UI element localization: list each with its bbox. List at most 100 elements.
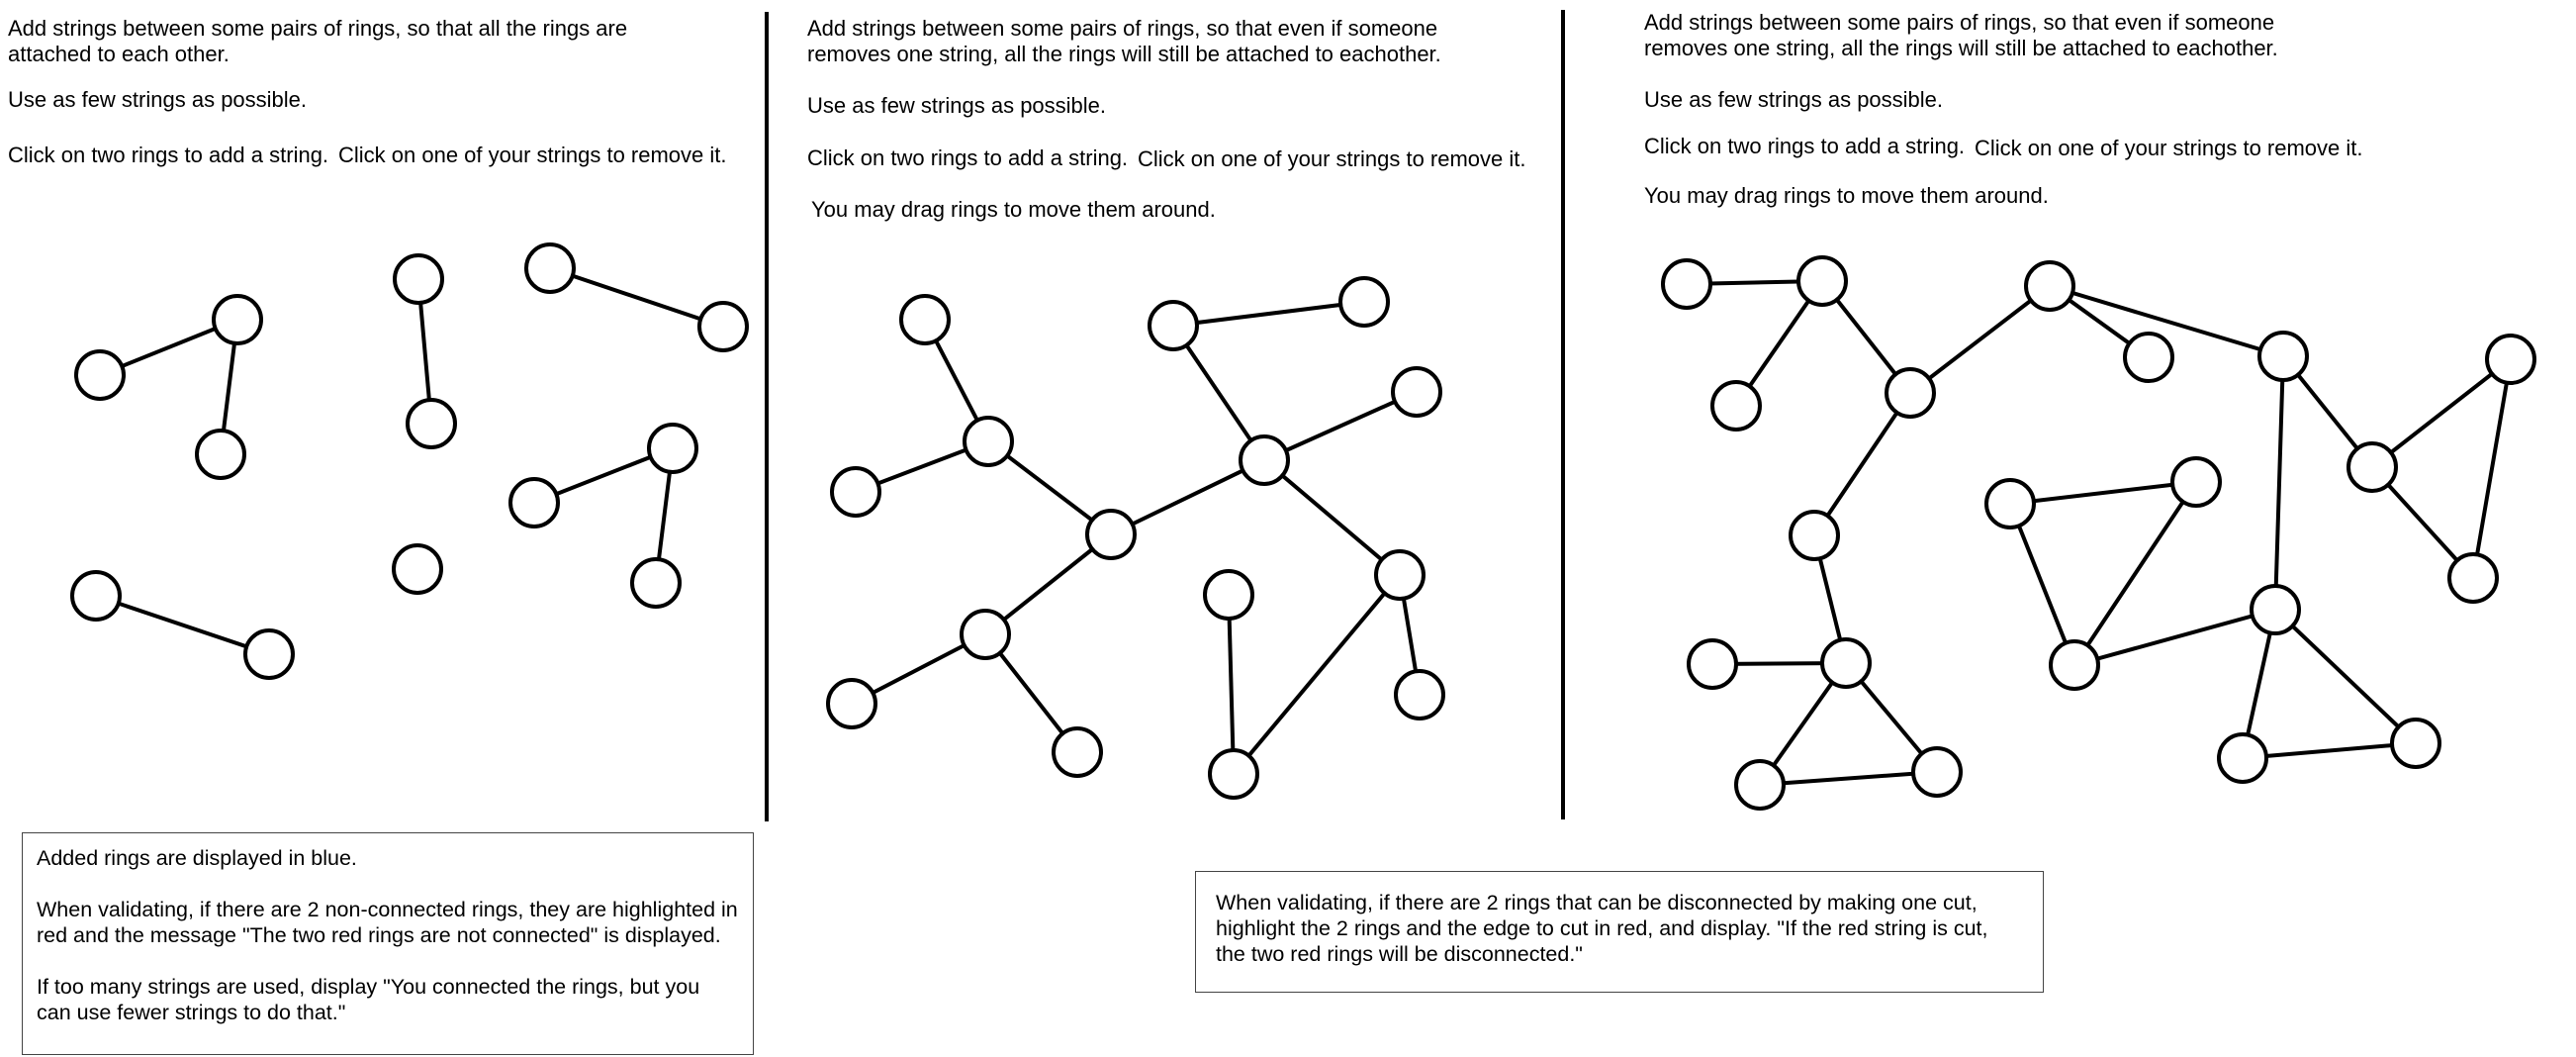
string[interactable] [2009, 480, 2197, 506]
panel2-instruction-line2: removes one string, all the rings will s… [807, 42, 1441, 66]
ring[interactable] [1734, 759, 1786, 811]
panel1-few-strings: Use as few strings as possible. [8, 87, 308, 112]
string[interactable] [1232, 573, 1402, 776]
ring[interactable] [2346, 441, 2398, 493]
ring[interactable] [70, 570, 122, 622]
ring[interactable] [74, 349, 126, 401]
string[interactable] [95, 594, 270, 656]
ring[interactable] [899, 294, 951, 345]
panel3-click-remove: Click on one of your strings to remove i… [1975, 136, 2363, 160]
ring[interactable] [2390, 718, 2441, 769]
ring[interactable] [963, 416, 1014, 467]
ring[interactable] [1394, 669, 1445, 721]
ring[interactable] [830, 466, 881, 518]
ring[interactable] [1338, 276, 1390, 328]
string[interactable] [1262, 458, 1402, 577]
string[interactable] [2370, 357, 2513, 469]
string[interactable] [1110, 458, 1265, 536]
panel3-graph [1661, 255, 2536, 811]
panel2-click-remove: Click on one of your strings to remove i… [1138, 146, 1526, 171]
ring[interactable] [2170, 456, 2222, 508]
string[interactable] [1227, 594, 1236, 775]
ring[interactable] [1820, 637, 1872, 689]
ring[interactable] [406, 398, 457, 449]
ring[interactable] [2485, 334, 2536, 385]
panel2-drag: You may drag rings to move them around. [811, 197, 1216, 222]
ring[interactable] [508, 477, 560, 528]
panel3-few-strings: Use as few strings as possible. [1644, 87, 1944, 112]
string[interactable] [2273, 608, 2418, 745]
ring[interactable] [1391, 366, 1442, 418]
ring[interactable] [1687, 638, 1738, 690]
panel3-instruction-line1: Add strings between some pairs of rings,… [1644, 10, 2275, 35]
ring[interactable] [1796, 255, 1848, 307]
string[interactable] [1172, 300, 1365, 328]
note-left-line1: Added rings are displayed in blue. [37, 846, 357, 870]
panel1-instruction: Add strings between some pairs of rings,… [8, 16, 628, 66]
ring[interactable] [2123, 332, 2174, 383]
string[interactable] [1171, 324, 1266, 462]
ring[interactable] [2447, 552, 2499, 604]
ring[interactable] [1984, 478, 2036, 529]
panel3-click-add: Click on two rings to add a string. [1644, 134, 1966, 158]
string[interactable] [2242, 741, 2417, 760]
ring[interactable] [393, 253, 444, 305]
ring[interactable] [2257, 331, 2309, 382]
ring[interactable] [2250, 584, 2301, 635]
ring[interactable] [630, 557, 682, 609]
panel3-drag: You may drag rings to move them around. [1644, 183, 2049, 208]
ring[interactable] [647, 423, 698, 474]
panel1-click-add: Click on two rings to add a string. [8, 143, 329, 167]
string[interactable] [1759, 770, 1938, 787]
note-box-left: Added rings are displayed in blue. When … [22, 832, 754, 1055]
panel2-click-add: Click on two rings to add a string. [807, 145, 1129, 170]
string[interactable] [983, 532, 1113, 636]
string[interactable] [2072, 480, 2198, 667]
ring[interactable] [697, 301, 749, 352]
string[interactable] [549, 266, 724, 329]
panel-divider-left [765, 12, 769, 821]
panel2-few-strings: Use as few strings as possible. [807, 93, 1107, 118]
ring[interactable] [1208, 748, 1259, 800]
string[interactable] [1263, 390, 1418, 462]
ring[interactable] [826, 678, 877, 729]
ring[interactable] [243, 628, 295, 680]
string[interactable] [2273, 355, 2285, 611]
string[interactable] [1908, 284, 2052, 395]
string[interactable] [2073, 608, 2276, 667]
string[interactable] [2049, 284, 2284, 358]
ring[interactable] [195, 429, 246, 480]
panel1-click-remove: Click on one of your strings to remove i… [338, 143, 727, 167]
ring[interactable] [1789, 510, 1840, 561]
ring[interactable] [1052, 726, 1103, 778]
ring[interactable] [1885, 367, 1936, 419]
ring[interactable] [2217, 732, 2268, 784]
ring[interactable] [1911, 746, 1963, 798]
ring[interactable] [1085, 509, 1137, 560]
note-left-line2: When validating, if there are 2 non-conn… [37, 898, 738, 947]
string[interactable] [2008, 503, 2076, 666]
ring[interactable] [1239, 434, 1290, 486]
string[interactable] [1812, 391, 1912, 537]
ring[interactable] [2049, 639, 2100, 691]
ring[interactable] [392, 543, 443, 595]
ring[interactable] [212, 294, 263, 345]
panel3-instruction-line2: removes one string, all the rings will s… [1644, 36, 2278, 60]
panel-divider-right [1561, 10, 1565, 819]
note-left-line3: If too many strings are used, display "Y… [37, 975, 700, 1024]
ring[interactable] [1374, 549, 1426, 601]
ring[interactable] [1710, 380, 1762, 432]
panel2-graph [826, 276, 1445, 800]
ring[interactable] [1661, 258, 1712, 310]
note-box-right: When validating, if there are 2 rings th… [1195, 871, 2044, 993]
panel2-instruction-line1: Add strings between some pairs of rings,… [807, 16, 1438, 41]
ring[interactable] [960, 609, 1011, 660]
ring[interactable] [1203, 569, 1254, 621]
note-right-text: When validating, if there are 2 rings th… [1216, 891, 1988, 966]
panel1-graph [70, 242, 749, 680]
string[interactable] [2471, 358, 2513, 579]
ring[interactable] [2024, 260, 2075, 312]
ring[interactable] [1148, 300, 1199, 351]
ring[interactable] [524, 242, 576, 294]
